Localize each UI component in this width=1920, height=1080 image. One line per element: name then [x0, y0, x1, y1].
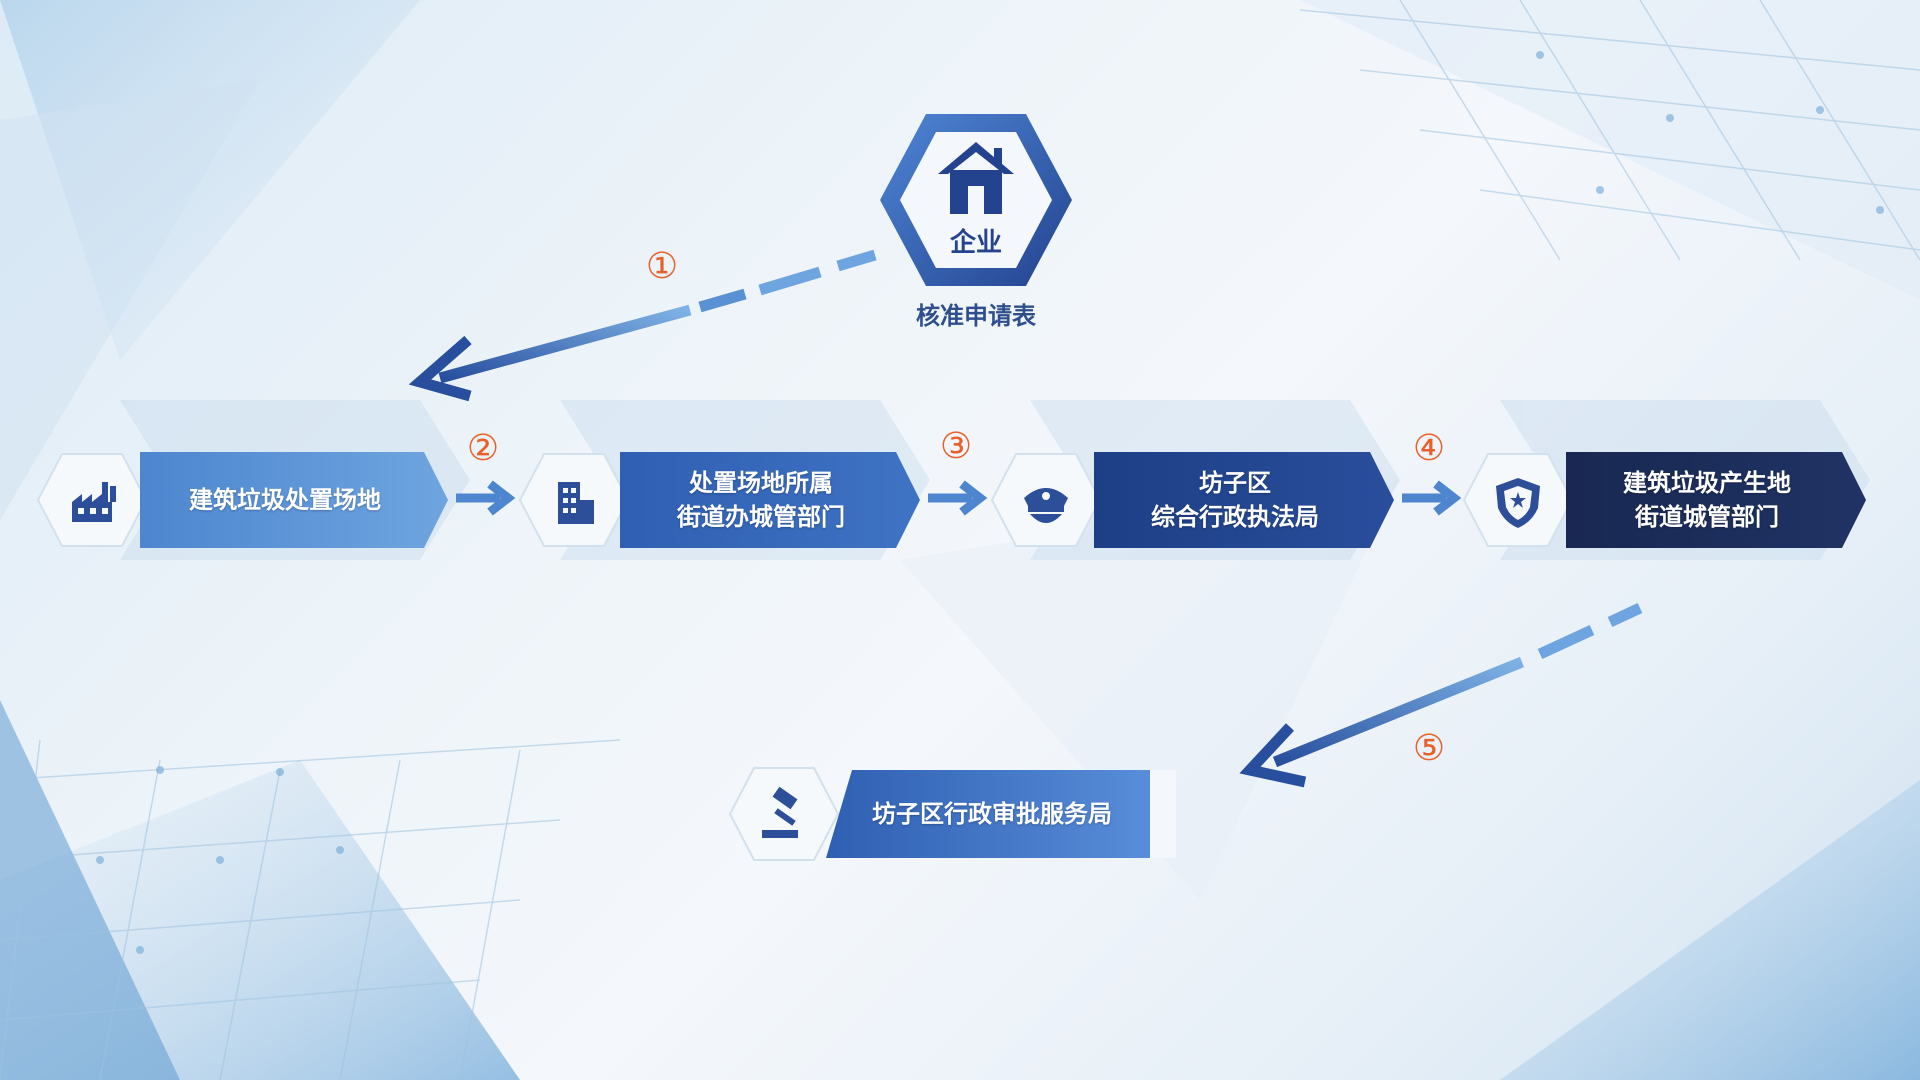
process-node-4-label: 建筑垃圾产生地 街道城管部门	[1623, 469, 1791, 531]
police-shield-icon	[1496, 478, 1540, 528]
step-number-5: ⑤	[1412, 728, 1446, 769]
process-node-1-badge	[36, 453, 148, 547]
office-building-icon	[558, 482, 594, 524]
enterprise-hexagon	[880, 114, 1072, 286]
process-node-1-label: 建筑垃圾处置场地	[189, 486, 381, 514]
enterprise-node: 企业	[878, 112, 1074, 288]
process-node-1: 建筑垃圾处置场地	[140, 452, 448, 548]
process-node-2-label: 处置场地所属 街道办城管部门	[677, 469, 845, 531]
final-node-badge	[728, 767, 840, 861]
enterprise-label: 企业	[949, 228, 1002, 258]
step-number-2: ②	[466, 428, 500, 469]
step-number-1: ①	[645, 246, 679, 287]
process-node-3-label: 坊子区 综合行政执法局	[1151, 469, 1319, 531]
final-node-label: 坊子区行政审批服务局	[872, 800, 1112, 828]
application-form-caption: 核准申请表	[916, 302, 1036, 330]
step-number-4: ④	[1412, 428, 1446, 469]
final-node-end-cap	[1150, 770, 1176, 858]
process-node-2-badge	[518, 453, 630, 547]
process-node-4-badge	[1462, 453, 1574, 547]
step-number-3: ③	[939, 426, 973, 467]
arrow-step-5	[1239, 603, 1643, 788]
police-cap-icon	[1024, 488, 1068, 523]
final-node: 坊子区行政审批服务局	[826, 770, 1176, 858]
arrow-step-3	[928, 480, 988, 516]
process-node-3: 坊子区 综合行政执法局	[1094, 452, 1394, 548]
process-node-3-badge	[990, 453, 1102, 547]
house-icon	[938, 142, 1014, 214]
arrow-step-1	[408, 249, 877, 402]
gavel-icon	[762, 786, 798, 838]
factory-icon	[72, 482, 116, 522]
process-node-2: 处置场地所属 街道办城管部门	[620, 452, 920, 548]
arrow-step-2	[456, 480, 516, 516]
arrow-step-4	[1402, 480, 1462, 516]
process-node-4: 建筑垃圾产生地 街道城管部门	[1566, 452, 1866, 548]
